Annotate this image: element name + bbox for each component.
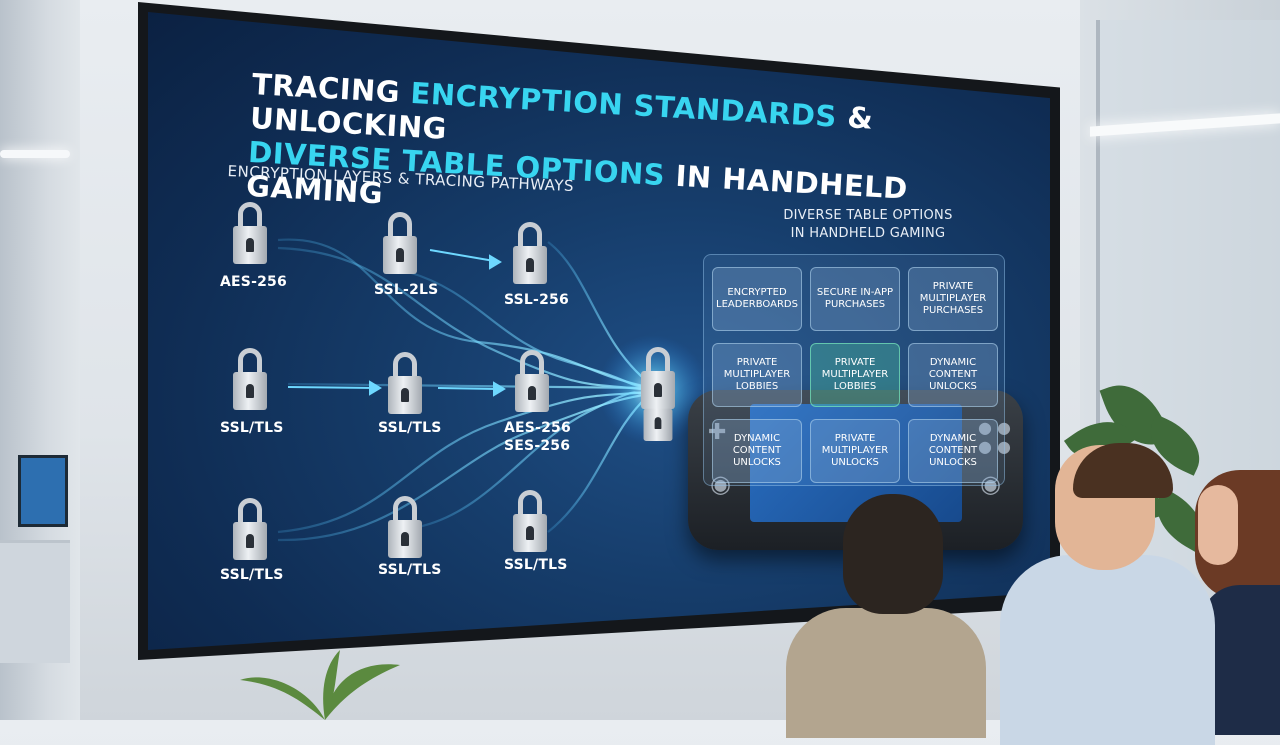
face-buttons-icon: ● ●● ● bbox=[978, 418, 1012, 456]
foreground-plant bbox=[240, 650, 400, 720]
padlock-icon bbox=[513, 222, 547, 284]
background-desk bbox=[0, 540, 70, 663]
presentation-slide: Tracing Encryption Standards & Unlocking… bbox=[148, 12, 1050, 650]
padlock-icon bbox=[233, 348, 267, 410]
padlock-icon bbox=[513, 490, 547, 552]
person-left-body bbox=[786, 608, 986, 738]
central-padlock-icon-lower bbox=[643, 392, 673, 445]
console-display bbox=[750, 404, 962, 522]
ceiling-light bbox=[0, 150, 70, 158]
lock-label: AES-256 bbox=[220, 274, 287, 290]
person-left-head bbox=[843, 494, 943, 614]
option-tile: Secure In-App Purchases bbox=[810, 267, 900, 331]
person-right-face bbox=[1198, 485, 1238, 565]
padlock-icon bbox=[388, 496, 422, 558]
option-tile: Dynamic Content Unlocks bbox=[908, 419, 998, 483]
lock-label: AES-256 bbox=[504, 420, 571, 436]
table-options-panel: Encrypted Leaderboards Secure In-App Pur… bbox=[703, 254, 1005, 486]
lock-label: SES-256 bbox=[504, 438, 571, 454]
padlock-icon bbox=[233, 498, 267, 560]
option-tile: Private Multiplayer Unlocks bbox=[810, 419, 900, 483]
arrow-1 bbox=[429, 249, 501, 263]
padlock-icon bbox=[383, 212, 417, 274]
option-tile: Dynamic Content Unlocks bbox=[908, 343, 998, 407]
arrow-3 bbox=[437, 387, 499, 390]
left-office-wall bbox=[0, 0, 80, 720]
path-6 bbox=[277, 390, 649, 534]
option-tile: Encrypted Leaderboards bbox=[712, 267, 802, 331]
path-1 bbox=[277, 238, 649, 389]
right-subtitle: Diverse Table Optionsin Handheld Gaming bbox=[783, 208, 953, 241]
option-tile: Private Multiplayer Lobbies bbox=[712, 343, 802, 407]
central-padlock-icon bbox=[641, 347, 675, 409]
lock-label: SSL/TLS bbox=[378, 562, 442, 578]
lock-label: SSL/TLS bbox=[220, 567, 284, 583]
lock-label: SSL/TLS bbox=[378, 420, 442, 436]
option-tile: Private Multiplayer Lobbies bbox=[810, 343, 900, 407]
path-7 bbox=[277, 392, 649, 542]
lock-label: SSL-2LS bbox=[374, 282, 439, 298]
padlock-icon bbox=[388, 352, 422, 414]
lock-label: SSL-256 bbox=[504, 292, 569, 308]
padlock-icon bbox=[233, 202, 267, 264]
lock-label: SSL/TLS bbox=[504, 557, 568, 573]
option-tile: Dynamic Content Unlocks bbox=[712, 419, 802, 483]
person-middle-body bbox=[1000, 555, 1215, 745]
lock-label: SSL/TLS bbox=[220, 420, 284, 436]
background-monitor bbox=[18, 455, 68, 527]
arrow-2 bbox=[287, 386, 377, 389]
option-tile: Private Multiplayer Purchases bbox=[908, 267, 998, 331]
path-5 bbox=[287, 382, 649, 390]
padlock-icon bbox=[515, 350, 549, 412]
